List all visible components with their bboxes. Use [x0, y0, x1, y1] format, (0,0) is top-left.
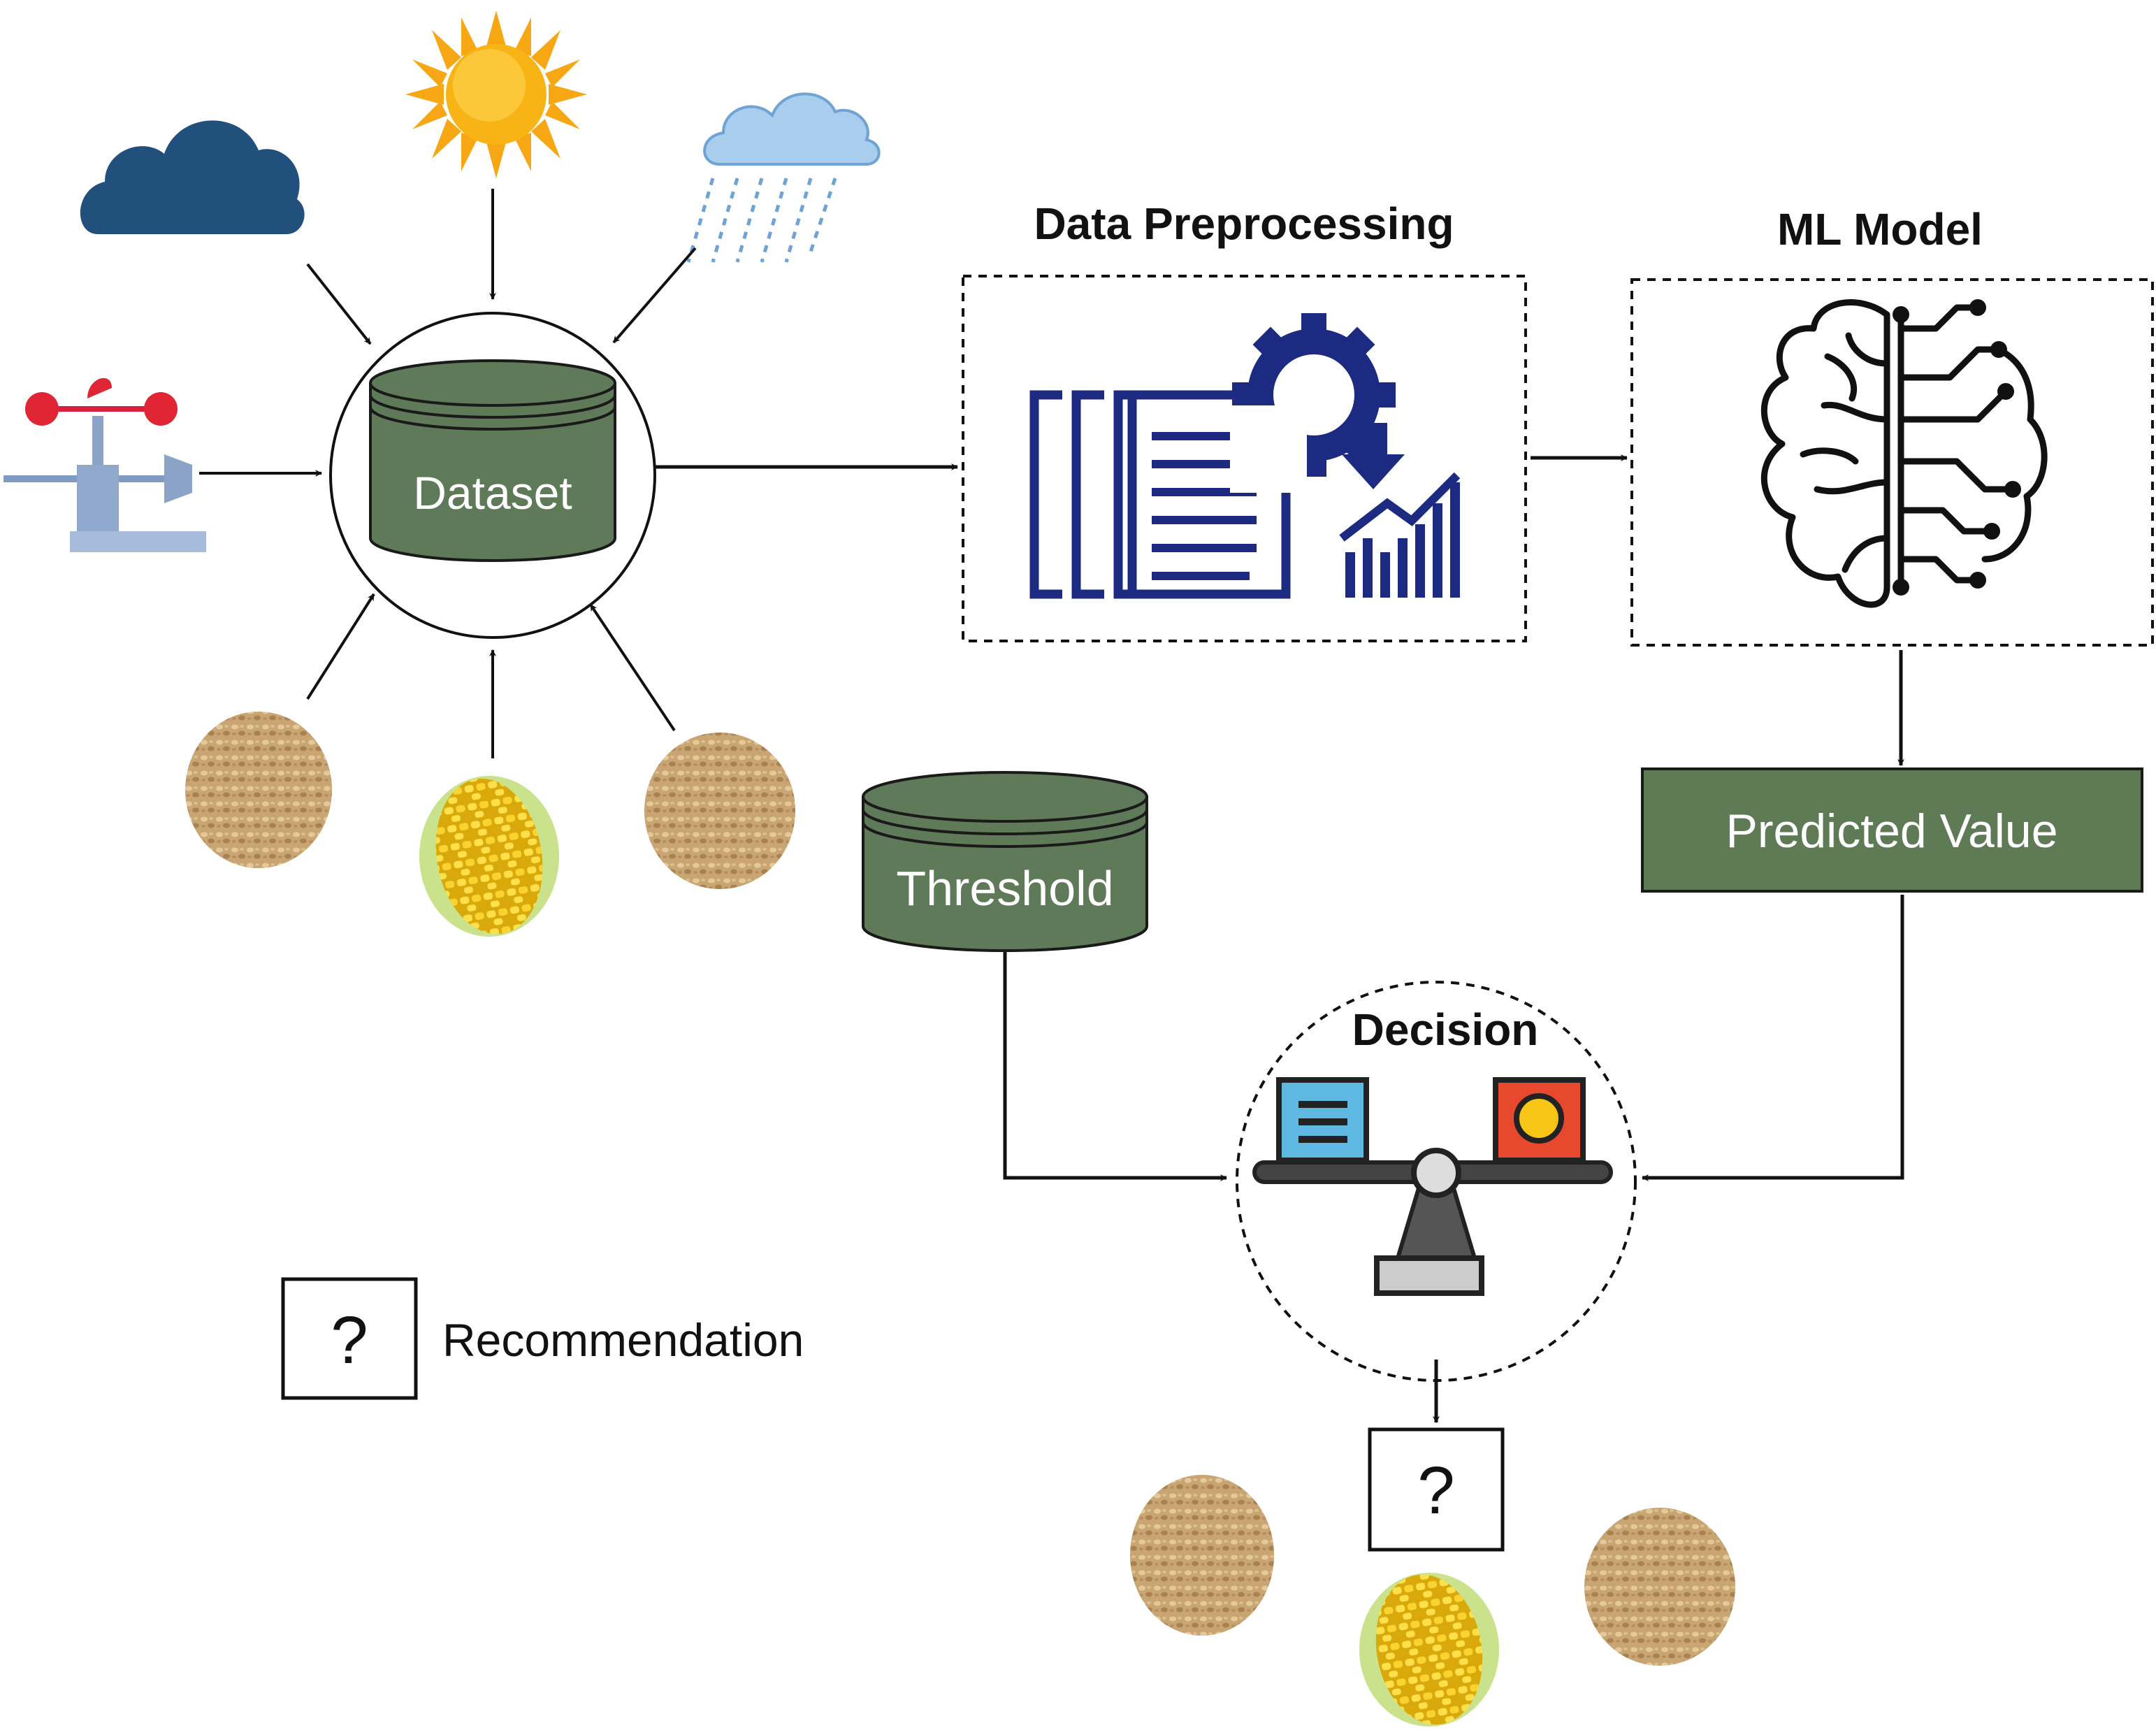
decision-title: Decision [1352, 1004, 1539, 1055]
input-arrows [199, 189, 697, 758]
ml-model-title: ML Model [1777, 204, 1983, 254]
anemometer-icon [3, 377, 206, 552]
legend-mark: ? [331, 1303, 368, 1378]
arrow-threshold-to-decision [1003, 952, 1227, 1181]
legend: ? Recommendation [281, 1277, 804, 1400]
grain-icon [1130, 1475, 1274, 1636]
balance-scale-icon [1252, 1077, 1613, 1296]
recommendation-output-box: ? [1368, 1427, 1505, 1552]
gear-icon [1230, 313, 1396, 493]
cloud-icon [80, 120, 305, 234]
rain-cloud-icon [686, 92, 881, 263]
brain-circuit-nodes [1893, 299, 2021, 596]
legend-label: Recommendation [442, 1314, 804, 1366]
grain-icon [644, 733, 795, 889]
legend-box [281, 1277, 418, 1400]
ml-model-box [1630, 278, 2154, 647]
sun-icon [405, 10, 587, 178]
bar-chart-icon [1339, 472, 1461, 598]
arrow-prediction-to-decision [1642, 895, 1904, 1181]
threshold-label: Threshold [896, 861, 1113, 916]
brain-circuit-icon [1760, 299, 2048, 608]
data-preprocessing-box [962, 275, 1527, 642]
down-arrow-icon [1342, 423, 1405, 489]
corn-icon [1359, 1573, 1499, 1727]
threshold-node: Threshold [862, 771, 1148, 952]
predicted-value-label: Predicted Value [1725, 805, 2057, 858]
corn-icon [419, 776, 559, 937]
data-preprocessing-title: Data Preprocessing [1034, 199, 1454, 249]
grain-icon [185, 712, 332, 868]
dataset-node: Dataset [329, 312, 656, 639]
recommendation-output-mark: ? [1417, 1453, 1454, 1528]
grain-icon [1584, 1508, 1735, 1666]
dataset-label: Dataset [413, 467, 572, 519]
predicted-value-box: Predicted Value [1641, 767, 2143, 893]
